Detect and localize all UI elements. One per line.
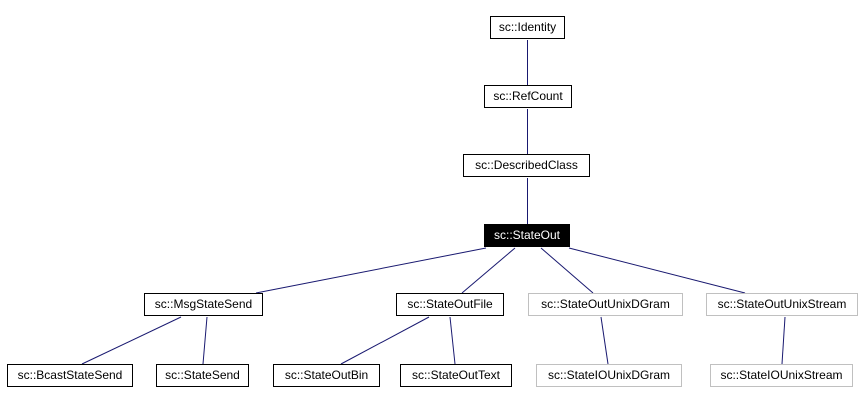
class-node-sc-describedclass[interactable]: sc::DescribedClass [463,154,590,177]
edge-bcaststatesend-to-msgstatesend [81,316,182,365]
class-node-sc-stateout-current: sc::StateOut [484,224,570,247]
class-node-sc-stateoutunixdgram: sc::StateOutUnixDGram [528,293,683,316]
edge-statesend-to-msgstatesend [202,316,208,365]
class-node-sc-identity[interactable]: sc::Identity [490,16,565,39]
class-node-sc-msgstatesend[interactable]: sc::MsgStateSend [144,293,263,316]
class-node-sc-stateoutfile[interactable]: sc::StateOutFile [396,293,504,316]
edge-msgstatesend-to-stateout [255,247,487,294]
edge-stateoutunixdgram-to-stateout [540,247,594,294]
class-node-sc-stateouttext[interactable]: sc::StateOutText [400,364,512,387]
edge-stateoutfile-to-stateout [461,247,516,294]
class-node-sc-stateiounixdgram: sc::StateIOUnixDGram [536,364,682,387]
class-node-sc-stateoutunixstream: sc::StateOutUnixStream [706,293,858,316]
class-node-sc-refcount[interactable]: sc::RefCount [484,85,572,108]
class-node-sc-stateoutbin[interactable]: sc::StateOutBin [273,364,380,387]
edge-stateoutbin-to-stateoutfile [340,316,430,365]
edge-stateiounixdgram-to-stateoutunixdgram [600,316,609,365]
class-node-sc-statesend[interactable]: sc::StateSend [156,364,249,387]
edge-stateoutunixstream-to-stateout [568,247,746,294]
edge-stateouttext-to-stateoutfile [449,316,456,365]
edge-stateiounixstream-to-stateoutunixstream [781,316,786,365]
class-node-sc-stateiounixstream: sc::StateIOUnixStream [710,364,853,387]
class-node-sc-bcaststatesend[interactable]: sc::BcastStateSend [7,364,133,387]
